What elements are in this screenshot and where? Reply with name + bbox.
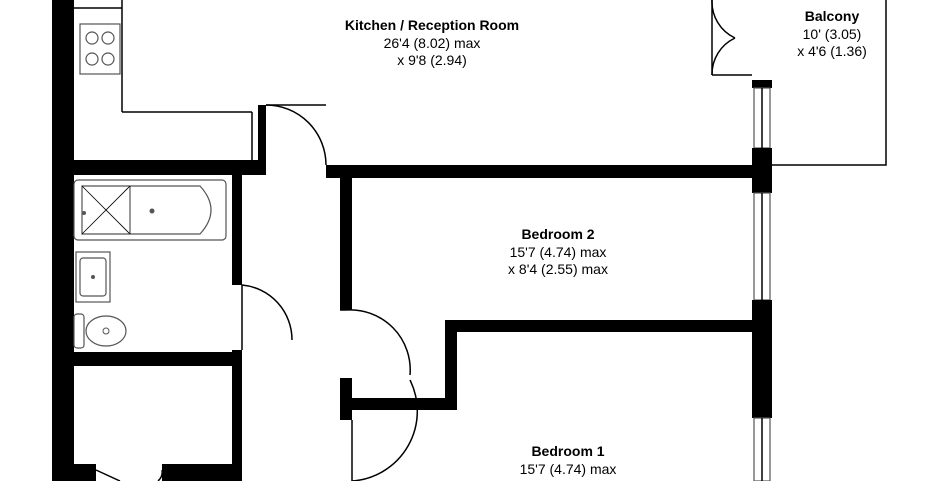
- wall-cupboard-right: [232, 350, 242, 481]
- hob-icon: [79, 23, 121, 75]
- balcony-outline: [772, 0, 887, 166]
- wall-cupboard-bottom-right: [162, 464, 232, 481]
- basin-icon: [75, 251, 111, 303]
- wall-cupboard-bottom-left: [74, 464, 96, 481]
- kitchen-dim1: 26'4 (8.02) max: [384, 35, 481, 51]
- balcony-door[interactable]: [711, 0, 752, 76]
- wall-bedroom2-left: [340, 178, 352, 310]
- wall-bathroom-bottom: [74, 352, 242, 366]
- wall-bathroom-right: [232, 175, 242, 285]
- door-bedroom1[interactable]: [351, 379, 419, 481]
- wall-kitchen-bottom-left: [74, 160, 260, 175]
- door-hall-top[interactable]: [265, 104, 327, 166]
- door-cupboard[interactable]: [95, 469, 163, 481]
- balcony-name: Balcony: [805, 8, 860, 24]
- balcony-dim2: x 4'6 (1.36): [797, 43, 867, 59]
- outer-wall-left: [52, 0, 74, 481]
- wall-right-mid2: [752, 300, 772, 418]
- wall-bedroom2-bottom: [352, 320, 752, 410]
- kitchen-dim2: x 9'8 (2.94): [397, 52, 467, 68]
- wall-right-top: [752, 80, 772, 88]
- kitchen-name: Kitchen / Reception Room: [345, 17, 519, 33]
- wall-partition-hall: [258, 105, 266, 175]
- wall-bedroom1-door-jamb: [340, 378, 352, 420]
- toilet-icon: [73, 313, 127, 349]
- door-bedroom2[interactable]: [340, 309, 411, 376]
- balcony-dim1: 10' (3.05): [803, 26, 862, 42]
- window-kitchen: [753, 87, 771, 149]
- window-bedroom1: [753, 417, 771, 481]
- wall-right-mid1: [752, 148, 772, 193]
- bedroom2-name: Bedroom 2: [521, 226, 594, 242]
- bedroom2-dim1: 15'7 (4.74) max: [510, 244, 607, 260]
- bedroom1-name: Bedroom 1: [531, 443, 604, 459]
- bath-icon: [73, 179, 227, 241]
- bedroom1-dim1: 15'7 (4.74) max: [520, 461, 617, 477]
- wall-kitchen-bottom-right: [326, 165, 752, 178]
- bedroom2-dim2: x 8'4 (2.55) max: [508, 261, 608, 277]
- window-bedroom2: [753, 192, 771, 301]
- door-bathroom[interactable]: [241, 284, 293, 350]
